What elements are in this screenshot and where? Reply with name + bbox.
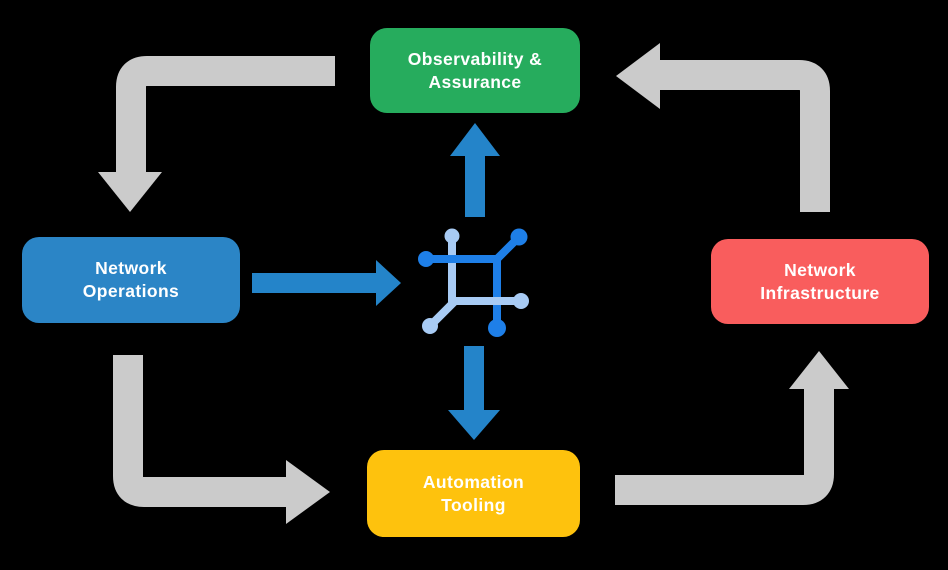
arrow-head-up-icon bbox=[450, 123, 500, 156]
arrow-hub-to-observability bbox=[450, 123, 500, 217]
network-hub-icon bbox=[418, 228, 529, 337]
arrow-observability-to-operations bbox=[98, 56, 335, 212]
hub-node-dot bbox=[510, 228, 528, 246]
node-automation-tooling: Automation Tooling bbox=[367, 450, 580, 537]
arrow-shaft bbox=[113, 355, 288, 507]
node-label: Operations bbox=[82, 281, 180, 301]
arrow-operations-to-automation bbox=[113, 355, 330, 524]
arrow-head-up-icon bbox=[789, 351, 849, 389]
node-label: Tooling bbox=[441, 494, 506, 515]
node-network-infrastructure: Network Infrastructure bbox=[711, 239, 929, 324]
arrow-head-down-icon bbox=[448, 410, 500, 440]
arrow-shaft bbox=[658, 60, 830, 212]
arrow-shaft bbox=[116, 56, 335, 174]
node-label: Assurance bbox=[428, 71, 522, 92]
node-label: Network bbox=[95, 258, 167, 278]
hub-node-dot bbox=[422, 318, 438, 334]
arrow-shaft bbox=[615, 389, 834, 505]
hub-dark-top-line bbox=[422, 233, 523, 263]
node-label: Infrastructure bbox=[760, 282, 880, 303]
hub-node-dot bbox=[513, 293, 529, 309]
arrow-head-left-icon bbox=[616, 43, 660, 109]
arrow-automation-to-infrastructure bbox=[615, 351, 849, 505]
arrow-infrastructure-to-observability bbox=[616, 43, 830, 212]
hub-node-dot bbox=[444, 228, 460, 244]
node-observability-assurance: Observability & Assurance bbox=[370, 28, 580, 113]
node-network-operations: Network Operations bbox=[22, 237, 240, 323]
arrow-head-down-icon bbox=[98, 172, 162, 212]
arrow-hub-to-automation bbox=[448, 346, 500, 440]
arrow-operations-to-hub bbox=[252, 260, 401, 306]
node-label: Observability & bbox=[407, 48, 543, 69]
arrow-head-right-icon bbox=[286, 460, 330, 524]
hub-node-dot bbox=[418, 251, 434, 267]
node-label: Automation bbox=[422, 471, 525, 492]
node-label: Network bbox=[784, 259, 856, 280]
hub-node-dot bbox=[488, 319, 506, 337]
arrow-head-right-icon bbox=[376, 260, 401, 306]
